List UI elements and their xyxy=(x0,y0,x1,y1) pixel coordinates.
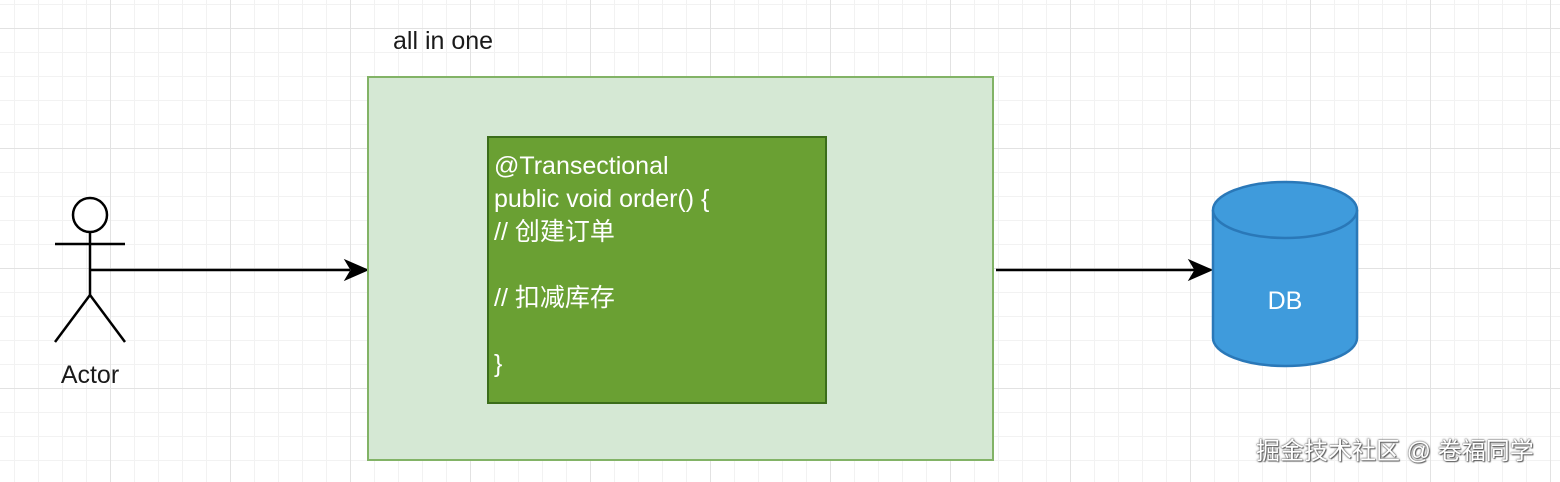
arrow-container-to-db-head xyxy=(1187,258,1214,282)
code-line: public void order() { xyxy=(494,185,710,213)
code-line: // 扣减库存 xyxy=(494,284,615,312)
actor-figure[interactable] xyxy=(53,196,127,343)
actor-left-leg xyxy=(53,294,92,343)
actor-head xyxy=(71,196,109,234)
code-line xyxy=(494,249,819,282)
code-block[interactable]: @Transectional public void order() { // … xyxy=(487,136,827,404)
database-top xyxy=(1211,180,1359,240)
code-line: // 创建订单 xyxy=(494,218,615,246)
database-label: DB xyxy=(1267,287,1303,315)
code-line xyxy=(494,315,819,348)
database-body xyxy=(1211,210,1359,368)
watermark: 掘金技术社区 @ 卷福同学 xyxy=(1256,438,1534,465)
arrow-actor-to-container[interactable] xyxy=(90,258,370,282)
actor-right-leg xyxy=(88,294,127,343)
database-cylinder[interactable] xyxy=(1211,180,1359,368)
arrow-container-to-db[interactable] xyxy=(996,258,1214,282)
code-line: } xyxy=(494,350,503,378)
actor-label: Actor xyxy=(60,361,120,389)
arrow-actor-to-container-head xyxy=(343,258,370,282)
container-label: all in one xyxy=(393,27,494,55)
code-line: @Transectional xyxy=(494,152,669,180)
